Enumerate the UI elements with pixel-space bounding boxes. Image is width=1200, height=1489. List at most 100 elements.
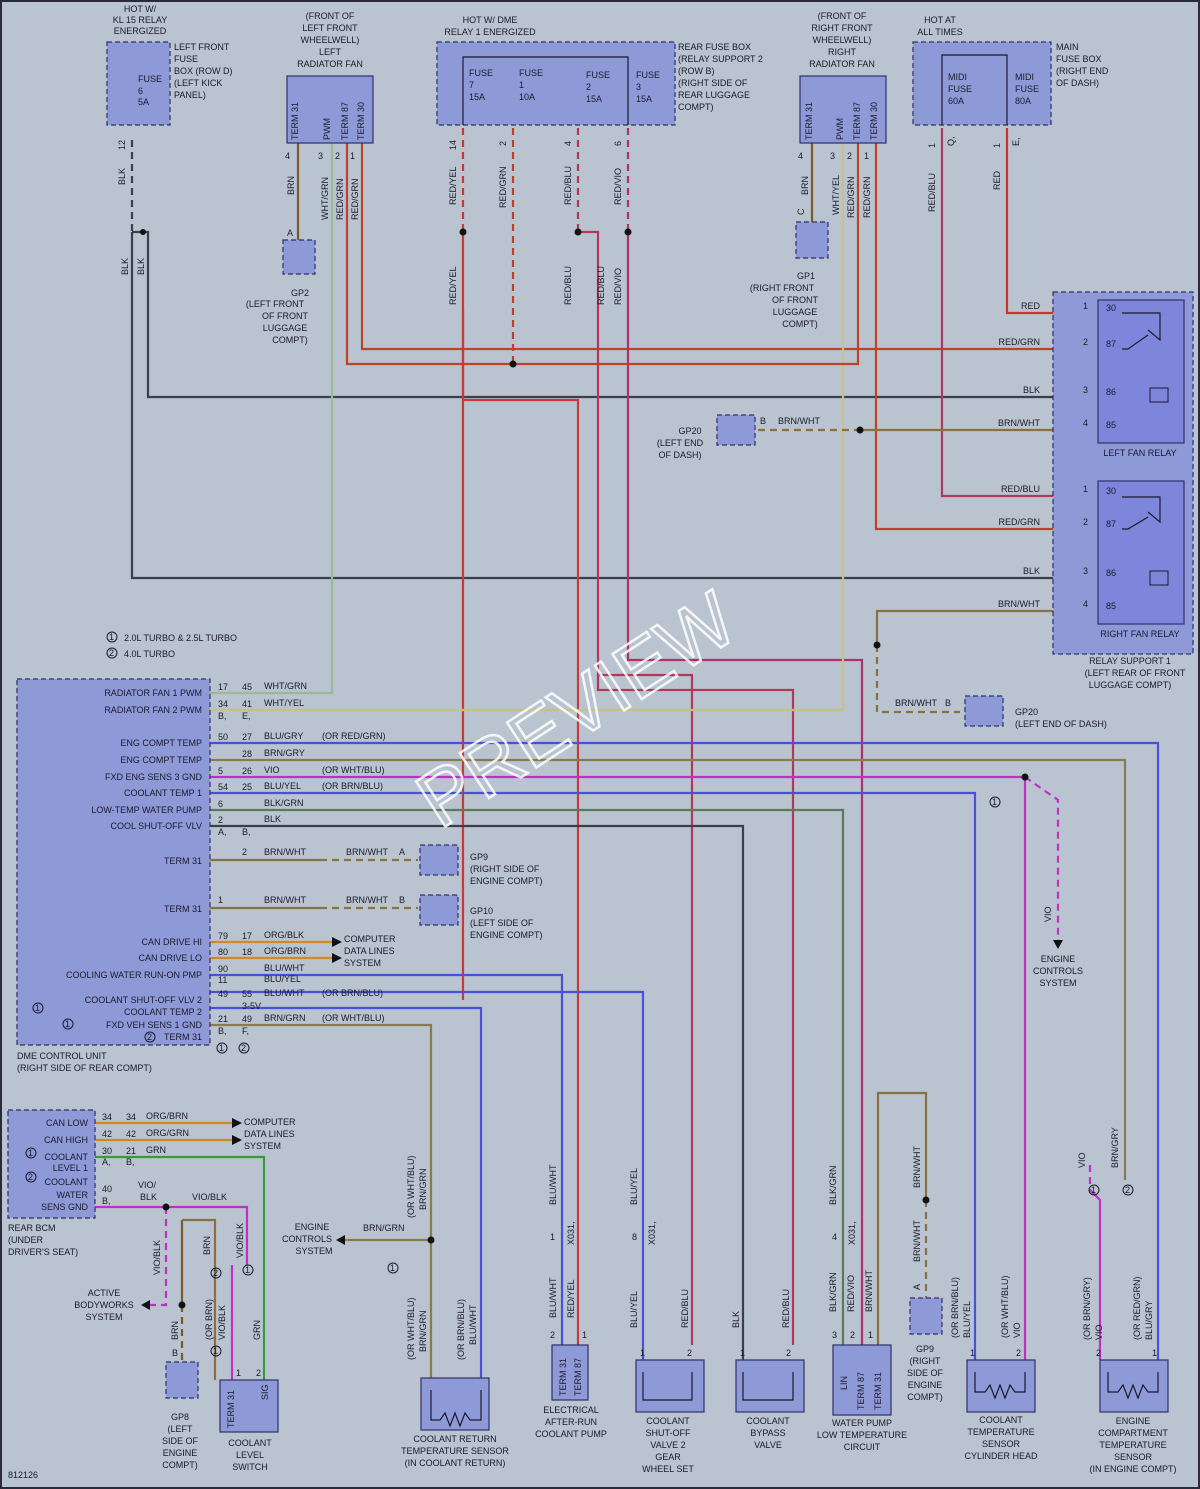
pin-label: 3 [1083, 385, 1088, 395]
pin-label: 18 [242, 947, 252, 957]
svg-text:(RIGHT: (RIGHT [910, 1356, 941, 1366]
svg-text:BRN/GRN: BRN/GRN [363, 1223, 405, 1233]
svg-text:(RIGHT END: (RIGHT END [1056, 66, 1109, 76]
pin-label: BLU/WHT [264, 963, 305, 973]
pin-label: BLK [1023, 566, 1040, 576]
svg-text:BRN/WHT: BRN/WHT [346, 895, 388, 905]
pin-label: 27 [242, 732, 252, 742]
pin-label: 2 [1083, 517, 1088, 527]
pin-label: ORG/BRN [264, 946, 306, 956]
svg-text:15A: 15A [636, 94, 652, 104]
svg-text:RELAY SUPPORT 1: RELAY SUPPORT 1 [1089, 656, 1171, 666]
svg-text:BLK: BLK [731, 1311, 741, 1328]
svg-text:REAR BCM: REAR BCM [8, 1223, 56, 1233]
svg-text:WATER PUMP: WATER PUMP [832, 1418, 892, 1428]
svg-text:TERM 30: TERM 30 [869, 102, 879, 140]
svg-text:WHT/YEL: WHT/YEL [831, 175, 841, 215]
right-radiator-fan: (FRONT OF RIGHT FRONT WHEELWELL) RIGHT R… [798, 11, 887, 218]
svg-text:LOW TEMPERATURE: LOW TEMPERATURE [817, 1430, 907, 1440]
svg-text:LEVEL: LEVEL [236, 1450, 264, 1460]
svg-text:10A: 10A [519, 92, 535, 102]
svg-text:2: 2 [850, 1330, 855, 1340]
pin-label: (OR RED/GRN) [322, 731, 386, 741]
svg-text:2: 2 [242, 847, 247, 857]
svg-text:1: 1 [390, 1263, 395, 1273]
pin-label: BLU/YEL [264, 974, 301, 984]
svg-text:REAR LUGGAGE: REAR LUGGAGE [678, 90, 750, 100]
svg-text:SWITCH: SWITCH [232, 1462, 268, 1472]
pin-label: 49 [242, 1014, 252, 1024]
svg-text:(LEFT: (LEFT [167, 1424, 193, 1434]
pin-label: VIO [264, 765, 280, 775]
pin-label: 26 [242, 766, 252, 776]
pin-label: 90 [218, 964, 228, 974]
svg-text:B: B [760, 416, 766, 426]
pin-label: CAN DRIVE HI [141, 937, 202, 947]
pin-label: COOLANT TEMP 1 [124, 788, 202, 798]
main-fuse-box: HOT AT ALL TIMES MIDI FUSE 60A MIDI FUSE… [912, 15, 1109, 212]
svg-text:COMPUTER: COMPUTER [244, 1117, 296, 1127]
svg-text:BLK/GRN: BLK/GRN [828, 1165, 838, 1205]
svg-text:BLU/WHT: BLU/WHT [468, 1304, 478, 1345]
pin-label: ENG COMPT TEMP [120, 755, 202, 765]
svg-text:COMPT): COMPT) [678, 102, 714, 112]
svg-text:ACTIVE: ACTIVE [88, 1288, 121, 1298]
shutoff-valve-2: 1 2 BLU/YEL BLU/YEL RED/BLU X031, 8 COOL… [629, 1168, 705, 1474]
pin-label: (OR BRN/BLU) [322, 988, 383, 998]
rear-fuse-box: HOT W/ DME RELAY 1 ENERGIZED FUSE 7 15A … [436, 15, 763, 305]
svg-text:(ROW B): (ROW B) [678, 66, 715, 76]
pin-label: 25 [242, 782, 252, 792]
svg-text:FUSE: FUSE [519, 68, 543, 78]
pin-label: SENS GND [41, 1202, 89, 1212]
svg-text:TEMPERATURE: TEMPERATURE [1099, 1440, 1166, 1450]
svg-text:1: 1 [28, 1148, 33, 1158]
kl15-title: HOT W/ [124, 4, 157, 14]
svg-text:2: 2 [213, 1268, 218, 1278]
svg-text:1: 1 [740, 1348, 745, 1358]
pin-label: 34 [126, 1112, 136, 1122]
svg-text:GP1: GP1 [797, 271, 815, 281]
pin-label: 28 [242, 749, 252, 759]
svg-text:(OR WHT/BLU): (OR WHT/BLU) [1000, 1276, 1010, 1339]
svg-text:CONTROLS: CONTROLS [282, 1234, 332, 1244]
pin-label: COOL SHUT-OFF VLV [110, 821, 202, 831]
svg-text:RED/BLU: RED/BLU [563, 166, 573, 205]
svg-text:3: 3 [832, 1330, 837, 1340]
left-radiator-fan: (FRONT OF LEFT FRONT WHEELWELL) LEFT RAD… [285, 11, 374, 220]
svg-text:OF DASH): OF DASH) [658, 450, 701, 460]
svg-text:TERM 87: TERM 87 [856, 1372, 866, 1410]
splice-nodes [140, 228, 1029, 1309]
pin-label: 21 [126, 1146, 136, 1156]
svg-text:ENERGIZED: ENERGIZED [114, 26, 167, 36]
svg-text:ENGINE COMPT): ENGINE COMPT) [470, 876, 543, 886]
svg-text:A: A [287, 228, 293, 238]
svg-text:WHEEL SET: WHEEL SET [642, 1464, 694, 1474]
svg-text:2: 2 [28, 1172, 33, 1182]
svg-text:FUSE: FUSE [636, 70, 660, 80]
svg-text:BOX (ROW D): BOX (ROW D) [174, 66, 233, 76]
svg-text:CYLINDER HEAD: CYLINDER HEAD [964, 1451, 1038, 1461]
svg-text:1: 1 [970, 1348, 975, 1358]
svg-text:(RELAY SUPPORT 2: (RELAY SUPPORT 2 [678, 54, 763, 64]
pin-label: CAN LOW [46, 1118, 89, 1128]
svg-text:(LEFT REAR OF FRONT: (LEFT REAR OF FRONT [1085, 668, 1186, 678]
svg-text:ENGINE COMPT): ENGINE COMPT) [470, 930, 543, 940]
svg-text:SYSTEM: SYSTEM [85, 1312, 122, 1322]
svg-text:1: 1 [640, 1348, 645, 1358]
svg-text:MIDI: MIDI [948, 72, 967, 82]
svg-text:SENSOR: SENSOR [1114, 1452, 1153, 1462]
svg-text:4: 4 [285, 151, 290, 161]
svg-text:(OR WHT/BLU): (OR WHT/BLU) [406, 1156, 416, 1219]
pin-label: B, [102, 1196, 111, 1206]
bypass-valve: 1 2 BLK RED/BLU COOLANT BYPASS VALVE [731, 1289, 805, 1450]
svg-text:14: 14 [448, 140, 458, 150]
svg-text:5A: 5A [138, 97, 149, 107]
pin-label: E, [242, 711, 251, 721]
svg-text:KL 15 RELAY: KL 15 RELAY [113, 15, 168, 25]
pin-label: 80 [218, 947, 228, 957]
pin-label: 87 [1106, 339, 1116, 349]
pin-label: BLU/YEL [264, 781, 301, 791]
pin-label: BRN/WHT [998, 418, 1040, 428]
svg-text:RED/GRN: RED/GRN [862, 176, 872, 218]
